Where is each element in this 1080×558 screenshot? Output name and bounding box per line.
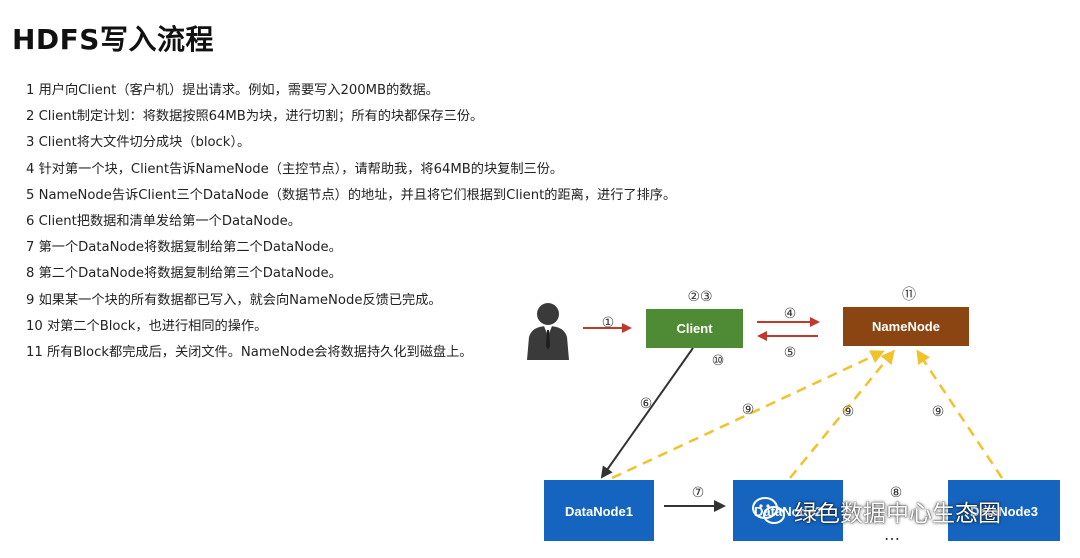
marker-8: ⑧ <box>890 485 903 501</box>
step-item: 3 Client将大文件切分成块（block）。 <box>26 135 251 151</box>
wechat-icon <box>752 497 785 524</box>
step-item: 9 如果某一个块的所有数据都已写入，就会向NameNode反馈已完成。 <box>26 292 442 308</box>
step-item: 8 第二个DataNode将数据复制给第三个DataNode。 <box>26 266 342 282</box>
arrow-datanode3-to-namenode <box>916 349 1004 479</box>
marker-6: ⑥ <box>640 396 653 412</box>
marker-9c: ⑨ <box>932 404 945 420</box>
marker-7: ⑦ <box>692 485 705 501</box>
marker-1: ① <box>602 315 615 331</box>
watermark-text: 绿色数据中心生态圈 <box>794 501 1001 527</box>
step-item: 7 第一个DataNode将数据复制给第二个DataNode。 <box>26 240 342 256</box>
client-node <box>646 309 743 348</box>
namenode-node <box>843 307 969 346</box>
marker-2-3: ②③ <box>687 289 712 305</box>
marker-4: ④ <box>784 306 797 322</box>
marker-9b: ⑨ <box>842 404 855 420</box>
datanode3-node <box>948 480 1060 541</box>
marker-10: ⑩ <box>712 353 725 369</box>
marker-5: ⑤ <box>784 345 797 361</box>
watermark: 绿色数据中心生态圈 <box>752 493 1001 529</box>
client-node-label: Client <box>676 321 713 336</box>
datanode3-node-label: DataNode3 <box>970 504 1038 519</box>
step-item: 4 针对第一个块，Client告诉NameNode（主控节点），请帮助我，将64… <box>26 161 564 177</box>
user-icon <box>527 303 569 360</box>
page-title: HDFS写入流程 <box>12 23 214 56</box>
steps-list: 1 用户向Client（客户机）提出请求。例如，需要写入200MB的数据。 2 … <box>26 78 676 366</box>
marker-11: ⑪ <box>902 287 916 303</box>
step-item: 5 NameNode告诉Client三个DataNode（数据节点）的地址，并且… <box>26 187 677 203</box>
datanode1-node <box>544 480 654 541</box>
step-item: 11 所有Block都完成后，关闭文件。NameNode会将数据持久化到磁盘上。 <box>26 344 473 360</box>
ellipsis: … <box>884 525 900 544</box>
step-item: 6 Client把数据和清单发给第一个DataNode。 <box>26 213 301 229</box>
arrow-client-to-datanode1 <box>600 347 694 479</box>
namenode-node-label: NameNode <box>872 319 940 334</box>
datanode2-node <box>733 480 843 541</box>
datanode1-node-label: DataNode1 <box>565 504 633 519</box>
step-item: 2 Client制定计划：将数据按照64MB为块，进行切割；所有的块都保存三份。 <box>26 109 484 125</box>
step-item: 1 用户向Client（客户机）提出请求。例如，需要写入200MB的数据。 <box>26 83 439 98</box>
step-item: 10 对第二个Block，也进行相同的操作。 <box>26 318 268 334</box>
marker-9a: ⑨ <box>742 402 755 418</box>
